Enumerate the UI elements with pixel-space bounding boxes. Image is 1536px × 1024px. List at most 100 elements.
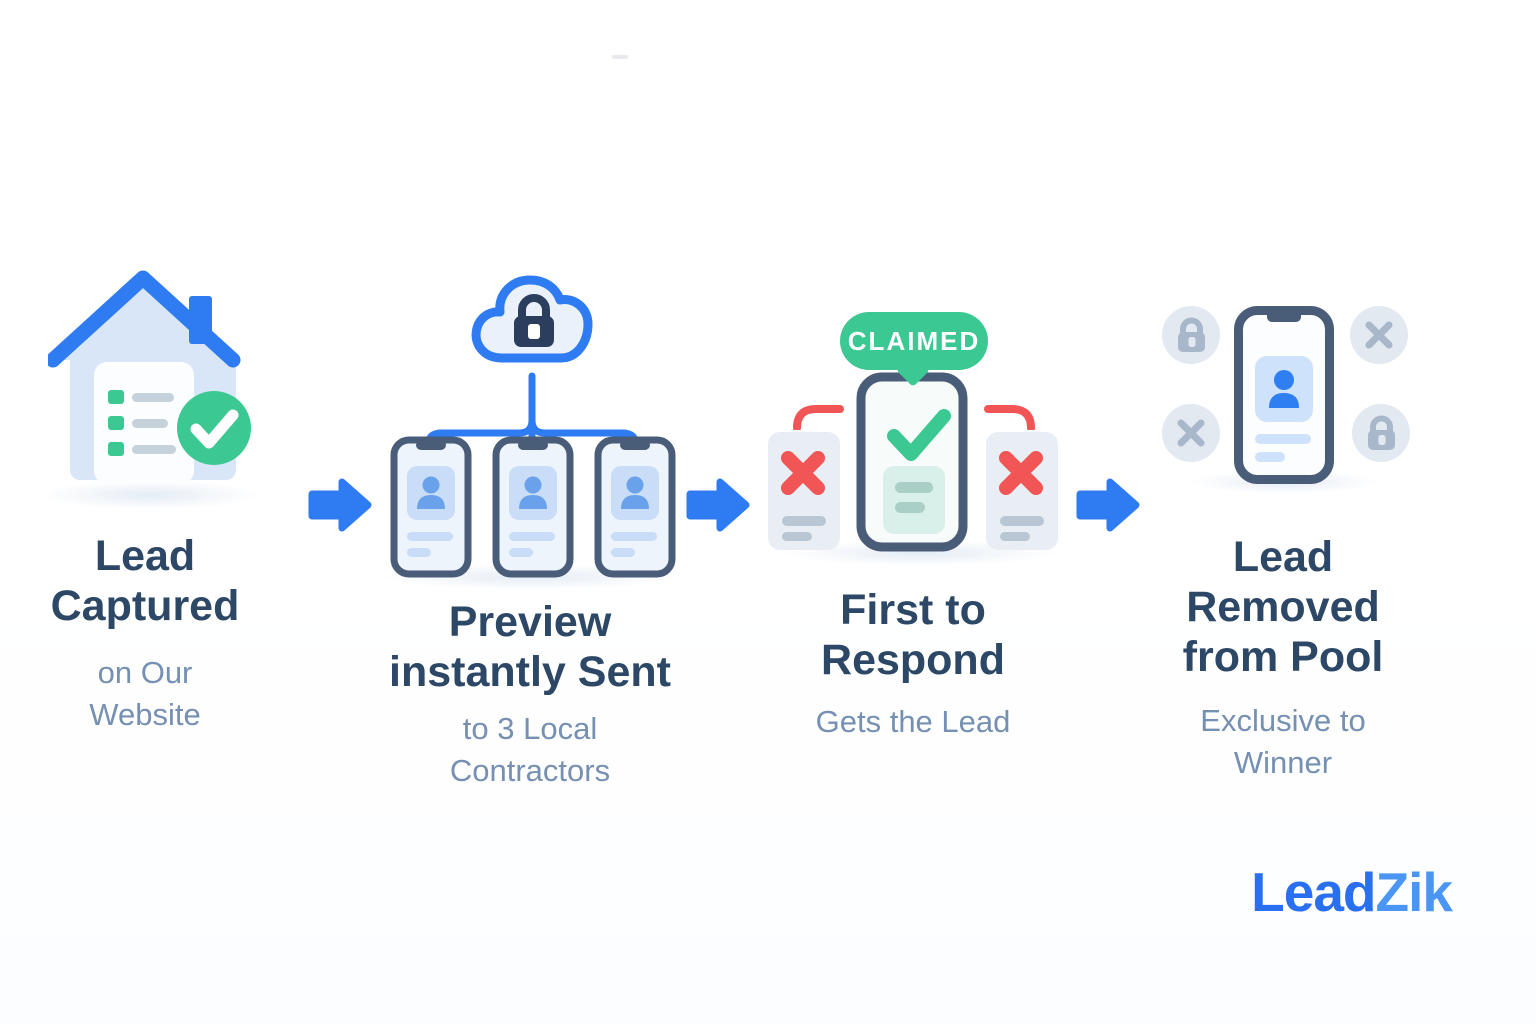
person-icon [1274, 370, 1294, 390]
step1-title-line2: Captured [50, 582, 240, 630]
phone-notch [1267, 310, 1301, 322]
person-icon-torso [621, 495, 649, 509]
red-bracket-left [793, 405, 844, 430]
checklist-bullet [108, 416, 124, 430]
step1-subtitle-line2: Website [89, 697, 201, 732]
logo-text-secondary: Zik [1375, 861, 1453, 923]
check-circle-icon [177, 391, 251, 465]
lock-keyhole [1378, 435, 1386, 445]
top-dash-decoration [612, 55, 628, 59]
step2-title: Preview instantly Sent [360, 597, 700, 697]
lock-keyhole [528, 324, 540, 339]
phone-notch [518, 440, 548, 450]
checkmark-icon [190, 409, 239, 449]
step1-subtitle: on Our Website [0, 652, 315, 736]
roof-outline [48, 270, 241, 368]
locked-circle [1352, 404, 1410, 462]
x-icon [999, 451, 1043, 495]
person-icon-torso [417, 495, 445, 509]
step4-title-line2: Removed [1186, 583, 1380, 631]
phone-notch [620, 440, 650, 450]
text-line [895, 482, 933, 493]
person-icon [422, 476, 440, 494]
step3-title-line2: Respond [821, 636, 1005, 684]
step4-title-line1: Lead [1232, 533, 1334, 581]
red-bracket-right [984, 405, 1035, 430]
bracket-curve [793, 405, 844, 430]
leadzik-logo: LeadZik [1132, 860, 1453, 924]
rejected-card-content [999, 451, 1044, 541]
step2-title-line2: instantly Sent [389, 648, 671, 696]
contractor-phone-icon [594, 436, 676, 578]
person-icon [626, 476, 644, 494]
arrow-right-icon [1076, 478, 1140, 532]
step2-title-line1: Preview [448, 598, 612, 646]
contractor-phone-icon [390, 436, 472, 578]
text-line [509, 532, 555, 541]
checkmark-icon [887, 409, 951, 461]
checklist-line [132, 445, 176, 454]
roof-fill [53, 278, 233, 360]
text-line [1255, 452, 1285, 462]
step3-title: First to Respond [743, 585, 1083, 685]
claimed-badge: CLAIMED [840, 312, 988, 370]
x-strokes [1365, 321, 1393, 349]
rejected-lead-card [768, 432, 840, 550]
rejected-card-content [781, 451, 826, 541]
arrow-shape [1076, 478, 1140, 532]
text-line [509, 548, 533, 557]
text-line [895, 502, 925, 513]
x-icon [781, 451, 825, 495]
lock-keyhole [1188, 337, 1196, 347]
step1-title: Lead Captured [0, 531, 315, 631]
lock-icon [1368, 415, 1395, 450]
person-icon-torso [519, 495, 547, 509]
cloud-lock-icon [471, 275, 593, 363]
x-icon [1177, 419, 1205, 447]
removed-circle [1350, 306, 1408, 364]
text-line [407, 548, 431, 557]
step1-title-line1: Lead [94, 532, 196, 580]
arrow-shape [308, 478, 372, 532]
person-icon-torso [1269, 393, 1299, 408]
step4-subtitle-line2: Winner [1233, 745, 1333, 780]
contractor-phone-icon [492, 436, 574, 578]
text-line [407, 532, 453, 541]
arrow-right-icon [308, 478, 372, 532]
lock-shackle [1370, 415, 1393, 434]
removed-circle [1162, 404, 1220, 462]
phone-notch [416, 440, 446, 450]
lock-shackle [518, 294, 550, 322]
house-lead-form-check-icon [48, 270, 251, 484]
lead-detail-card [883, 466, 945, 534]
checklist-bullet [108, 442, 124, 456]
step1-subtitle-line1: on Our [97, 655, 193, 690]
step3-subtitle-line1: Gets the Lead [815, 704, 1011, 739]
step4-title-line3: from Pool [1182, 633, 1384, 681]
checklist-bullet [108, 390, 124, 404]
bracket-curve [984, 405, 1035, 430]
rejected-lead-card [986, 432, 1058, 550]
step3-subtitle: Gets the Lead [743, 701, 1083, 743]
x-strokes [1177, 419, 1205, 447]
text-line [782, 516, 826, 526]
arrow-shape [686, 478, 750, 532]
exclusive-winner-phone-icon [1234, 306, 1334, 484]
lock-shackle [1180, 317, 1203, 336]
text-line [782, 532, 812, 541]
step2-subtitle: to 3 Local Contractors [360, 708, 700, 792]
step3-title-line1: First to [840, 586, 986, 634]
text-line [611, 548, 635, 557]
logo-text-primary: Lead [1251, 861, 1376, 923]
step4-subtitle: Exclusive to Winner [1113, 700, 1453, 784]
person-icon [524, 476, 542, 494]
checklist-line [132, 419, 168, 428]
locked-circle [1162, 306, 1220, 364]
x-icon [1365, 321, 1393, 349]
text-line [1000, 516, 1044, 526]
claimed-badge-label: CLAIMED [847, 325, 981, 356]
arrow-right-icon [686, 478, 750, 532]
claimed-phone-icon [856, 372, 968, 552]
step4-title: Lead Removed from Pool [1113, 532, 1453, 682]
